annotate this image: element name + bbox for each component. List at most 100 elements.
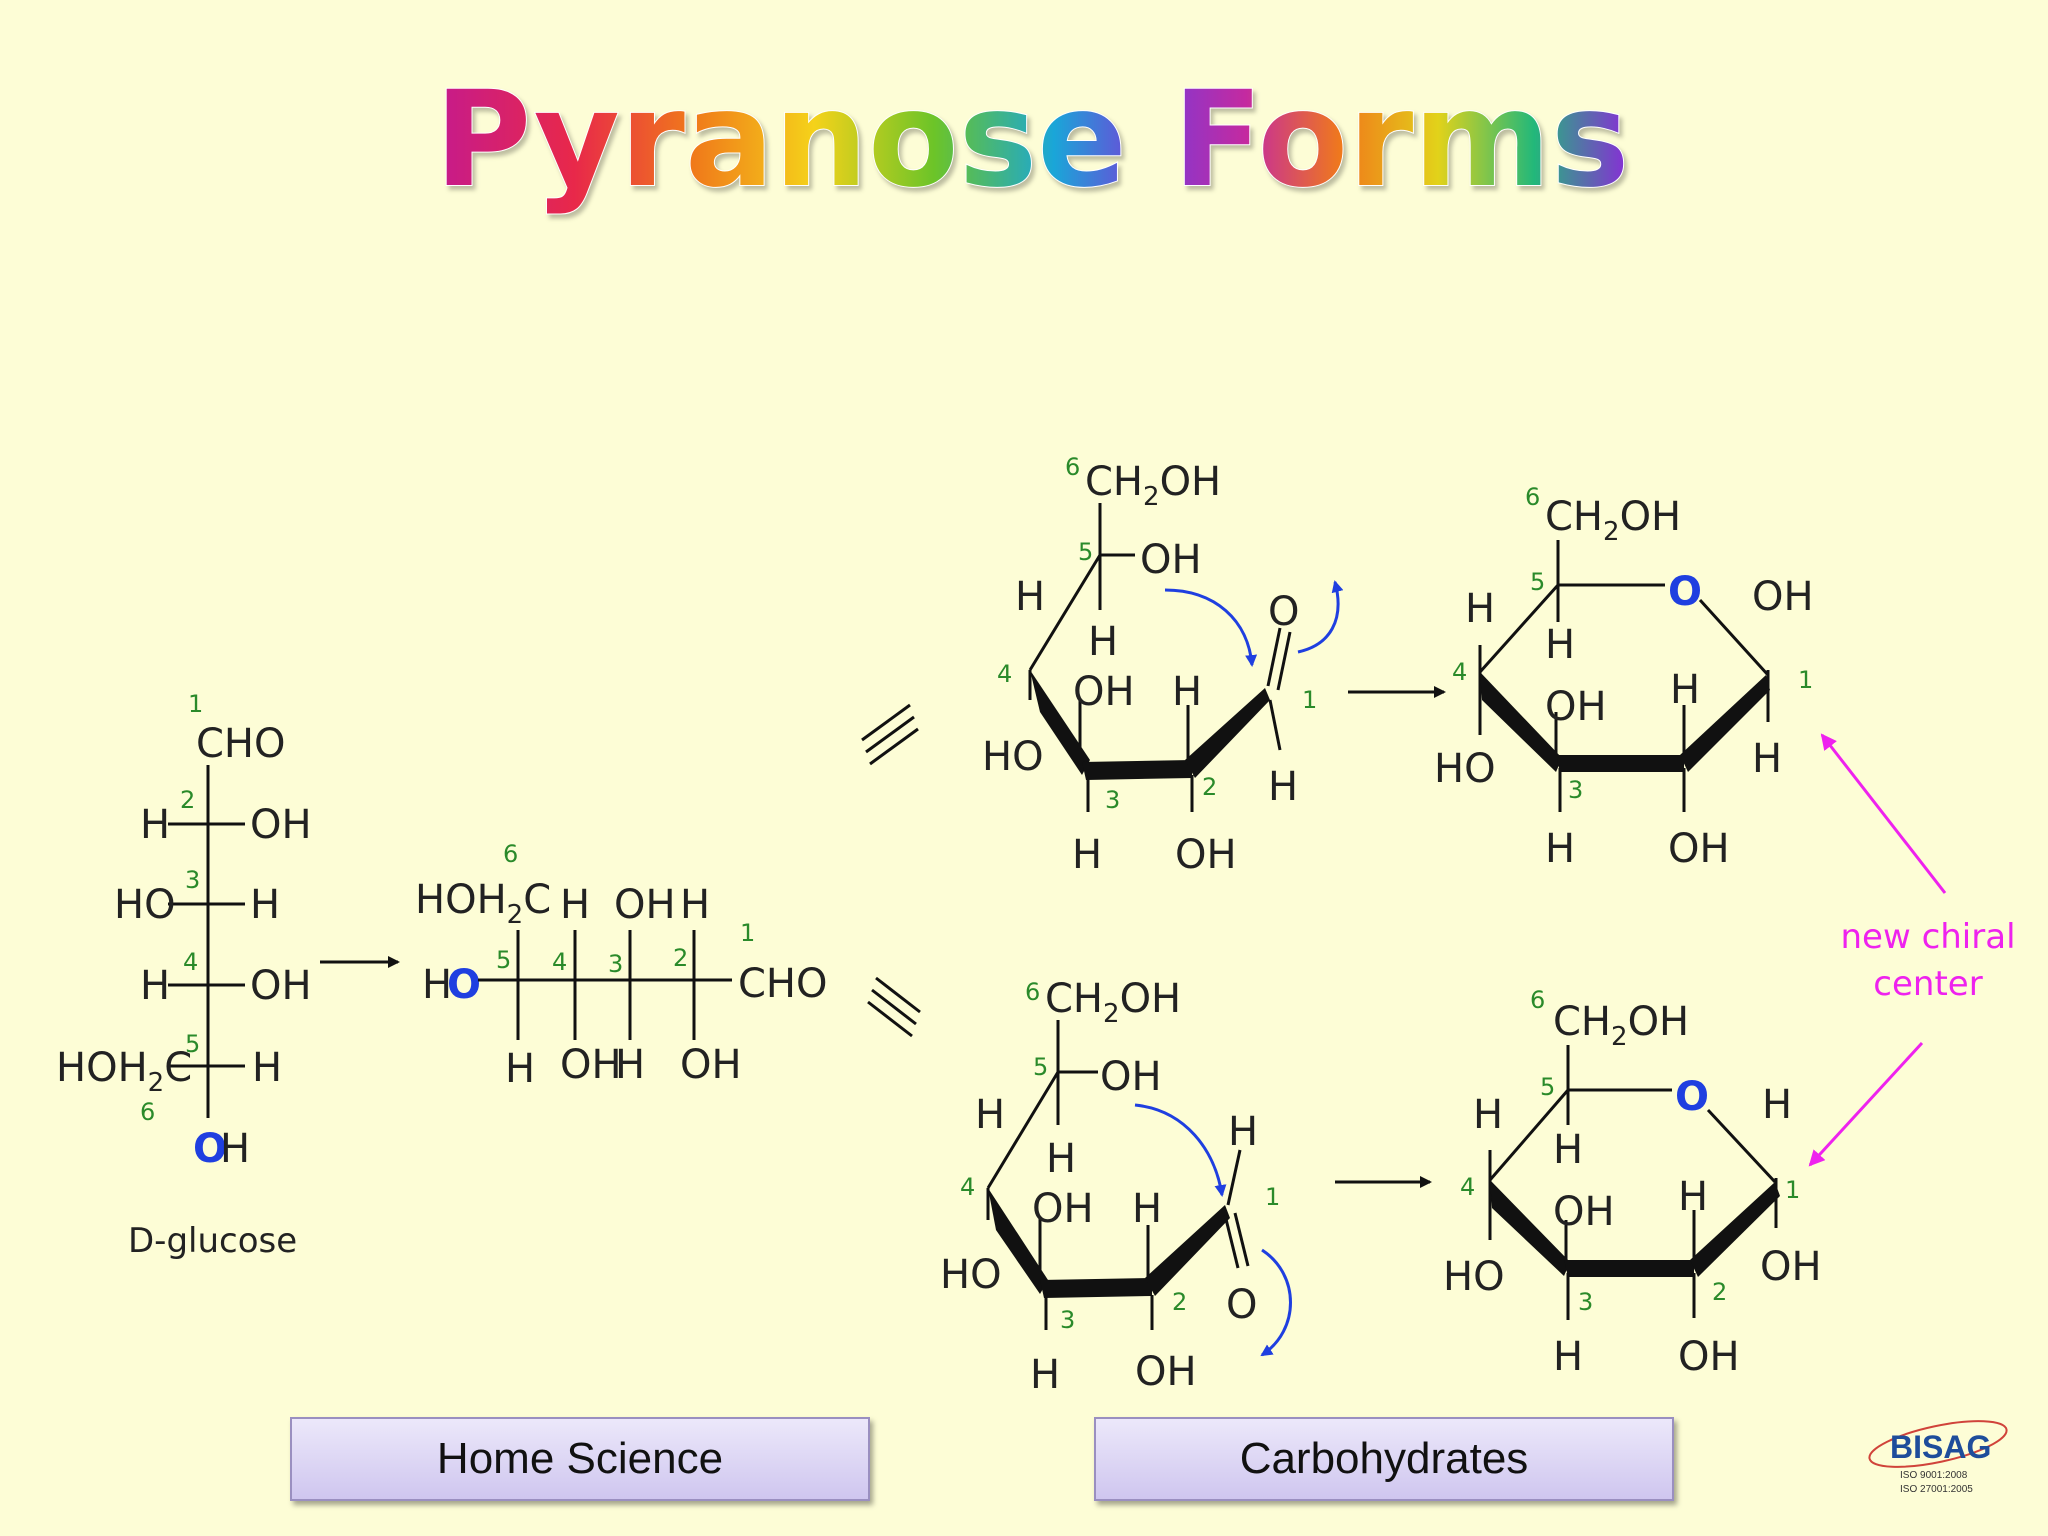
svg-text:3: 3	[1578, 1288, 1593, 1316]
svg-text:5: 5	[1530, 568, 1545, 596]
chain-hoh2c: HOH2C	[415, 877, 551, 930]
svg-text:HO: HO	[1434, 746, 1496, 792]
svg-text:OH: OH	[1545, 684, 1607, 730]
svg-text:H: H	[975, 1092, 1005, 1138]
fischer-h: H	[220, 1126, 250, 1172]
chain-top-label: OH	[614, 882, 676, 928]
svg-text:O: O	[1268, 589, 1299, 635]
annotation-arrow-down	[1808, 1041, 1924, 1167]
svg-text:4: 4	[997, 660, 1012, 688]
svg-text:OH: OH	[1032, 1186, 1094, 1232]
svg-text:H: H	[1752, 736, 1782, 782]
svg-text:OH: OH	[1760, 1244, 1822, 1290]
carbon-number: 5	[496, 946, 511, 974]
svg-text:3: 3	[1568, 776, 1583, 804]
svg-text:2: 2	[1172, 1288, 1187, 1316]
svg-text:H: H	[1030, 1352, 1060, 1398]
svg-text:H: H	[1465, 586, 1495, 632]
ring-oxygen-source: O	[193, 1126, 227, 1172]
chain-bottom-label: OH	[560, 1042, 622, 1088]
top-pyranose-ring: 6 CH2OH 5 O OH H H 4 HO 3 H OH OH H H 1	[1434, 483, 1814, 872]
svg-text:H: H	[1015, 574, 1045, 620]
svg-text:H: H	[1553, 1334, 1583, 1380]
carbon-number: 3	[608, 950, 623, 978]
chain-cho: CHO	[738, 961, 828, 1007]
svg-text:OH: OH	[1553, 1189, 1615, 1235]
svg-text:OH: OH	[1752, 574, 1814, 620]
fischer-left: H	[140, 963, 170, 1009]
svg-text:H: H	[1072, 832, 1102, 878]
carbohydrates-label: Carbohydrates	[1239, 1434, 1529, 1483]
svg-text:1: 1	[1785, 1176, 1800, 1204]
svg-text:O: O	[1668, 569, 1702, 615]
svg-text:1: 1	[1302, 686, 1317, 714]
svg-text:OH: OH	[1140, 537, 1202, 583]
fischer-cho: CHO	[196, 721, 286, 767]
carbon-number: 3	[185, 866, 200, 894]
equivalence-mark-top	[861, 703, 919, 766]
open-chain: 6 HOH2C H O 5 4 3 2 1 H OH H CHO H OH H …	[415, 840, 828, 1092]
svg-text:5: 5	[1033, 1053, 1048, 1081]
fischer-right: H	[252, 1045, 282, 1091]
svg-text:4: 4	[1460, 1173, 1475, 1201]
carbon-number: 4	[552, 948, 567, 976]
fischer-left: HO	[114, 882, 176, 928]
bottom-open-form: 6 CH2OH 5 OH H H 4 HO 3 H 2 OH OH H H O …	[940, 976, 1292, 1398]
svg-text:H: H	[1545, 622, 1575, 668]
svg-text:CH2OH: CH2OH	[1045, 976, 1181, 1029]
svg-text:H: H	[1545, 826, 1575, 872]
fischer-left: H	[140, 802, 170, 848]
svg-text:6: 6	[1065, 453, 1080, 481]
svg-text:CH2OH: CH2OH	[1085, 459, 1221, 512]
chain-top-label: H	[560, 882, 590, 928]
bottom-pyranose-ring: 6 CH2OH 5 O H H H 4 HO 3 H 2 OH OH H OH …	[1443, 986, 1822, 1380]
svg-text:OH: OH	[1135, 1349, 1197, 1395]
svg-text:OH: OH	[1100, 1054, 1162, 1100]
svg-text:2: 2	[1202, 773, 1217, 801]
chain-bottom-label: OH	[680, 1042, 742, 1088]
svg-text:H: H	[1473, 1092, 1503, 1138]
svg-text:6: 6	[1525, 483, 1540, 511]
home-science-label: Home Science	[436, 1434, 724, 1483]
equivalence-mark-bottom	[867, 976, 921, 1038]
svg-text:3: 3	[1060, 1306, 1075, 1334]
svg-text:HO: HO	[940, 1252, 1002, 1298]
carbon-number: 6	[503, 840, 518, 868]
chain-bottom-label: H	[615, 1042, 645, 1088]
svg-text:4: 4	[1452, 658, 1467, 686]
svg-text:O: O	[1226, 1282, 1257, 1328]
svg-text:OH: OH	[1073, 669, 1135, 715]
svg-text:CH2OH: CH2OH	[1553, 999, 1689, 1052]
svg-text:O: O	[1675, 1074, 1709, 1120]
carbohydrates-button[interactable]: Carbohydrates	[1094, 1417, 1674, 1501]
svg-text:H: H	[1046, 1136, 1076, 1182]
svg-text:H: H	[1762, 1082, 1792, 1128]
fischer-hoh2c: HOH2C	[56, 1045, 192, 1098]
fischer-right: H	[250, 882, 280, 928]
top-open-form: 6 CH2OH 5 OH H H 4 HO 3 H 2 OH OH H 1 O …	[982, 453, 1344, 878]
chain-bottom-label: H	[505, 1046, 535, 1092]
home-science-button[interactable]: Home Science	[290, 1417, 870, 1501]
svg-text:2: 2	[1712, 1278, 1727, 1306]
carbon-number: 4	[183, 948, 198, 976]
new-chiral-center-annotation: new chiral center	[1808, 733, 2016, 1167]
carbon-number: 1	[740, 919, 755, 947]
carbon-number: 1	[188, 690, 203, 718]
svg-text:ISO 27001:2005: ISO 27001:2005	[1900, 1484, 1973, 1495]
svg-text:5: 5	[1078, 538, 1093, 566]
carbon-number: 5	[185, 1030, 200, 1058]
chain-top-label: H	[680, 882, 710, 928]
svg-text:H: H	[1088, 619, 1118, 665]
svg-text:H: H	[1678, 1174, 1708, 1220]
fischer-right: OH	[250, 802, 312, 848]
svg-text:OH: OH	[1678, 1334, 1740, 1380]
carbon-number: 2	[673, 944, 688, 972]
svg-text:OH: OH	[1175, 832, 1237, 878]
fischer-projection: 1 CHO 2 H OH 3 HO H 4 H OH 5 HOH2C H 6 O…	[56, 690, 312, 1261]
bisag-logo: BISAG ISO 9001:2008 ISO 27001:2005	[1868, 1420, 2008, 1495]
svg-text:4: 4	[960, 1173, 975, 1201]
carbon-number: 6	[140, 1098, 155, 1126]
annotation-arrow-up	[1820, 733, 1947, 894]
svg-text:H: H	[1228, 1109, 1258, 1155]
